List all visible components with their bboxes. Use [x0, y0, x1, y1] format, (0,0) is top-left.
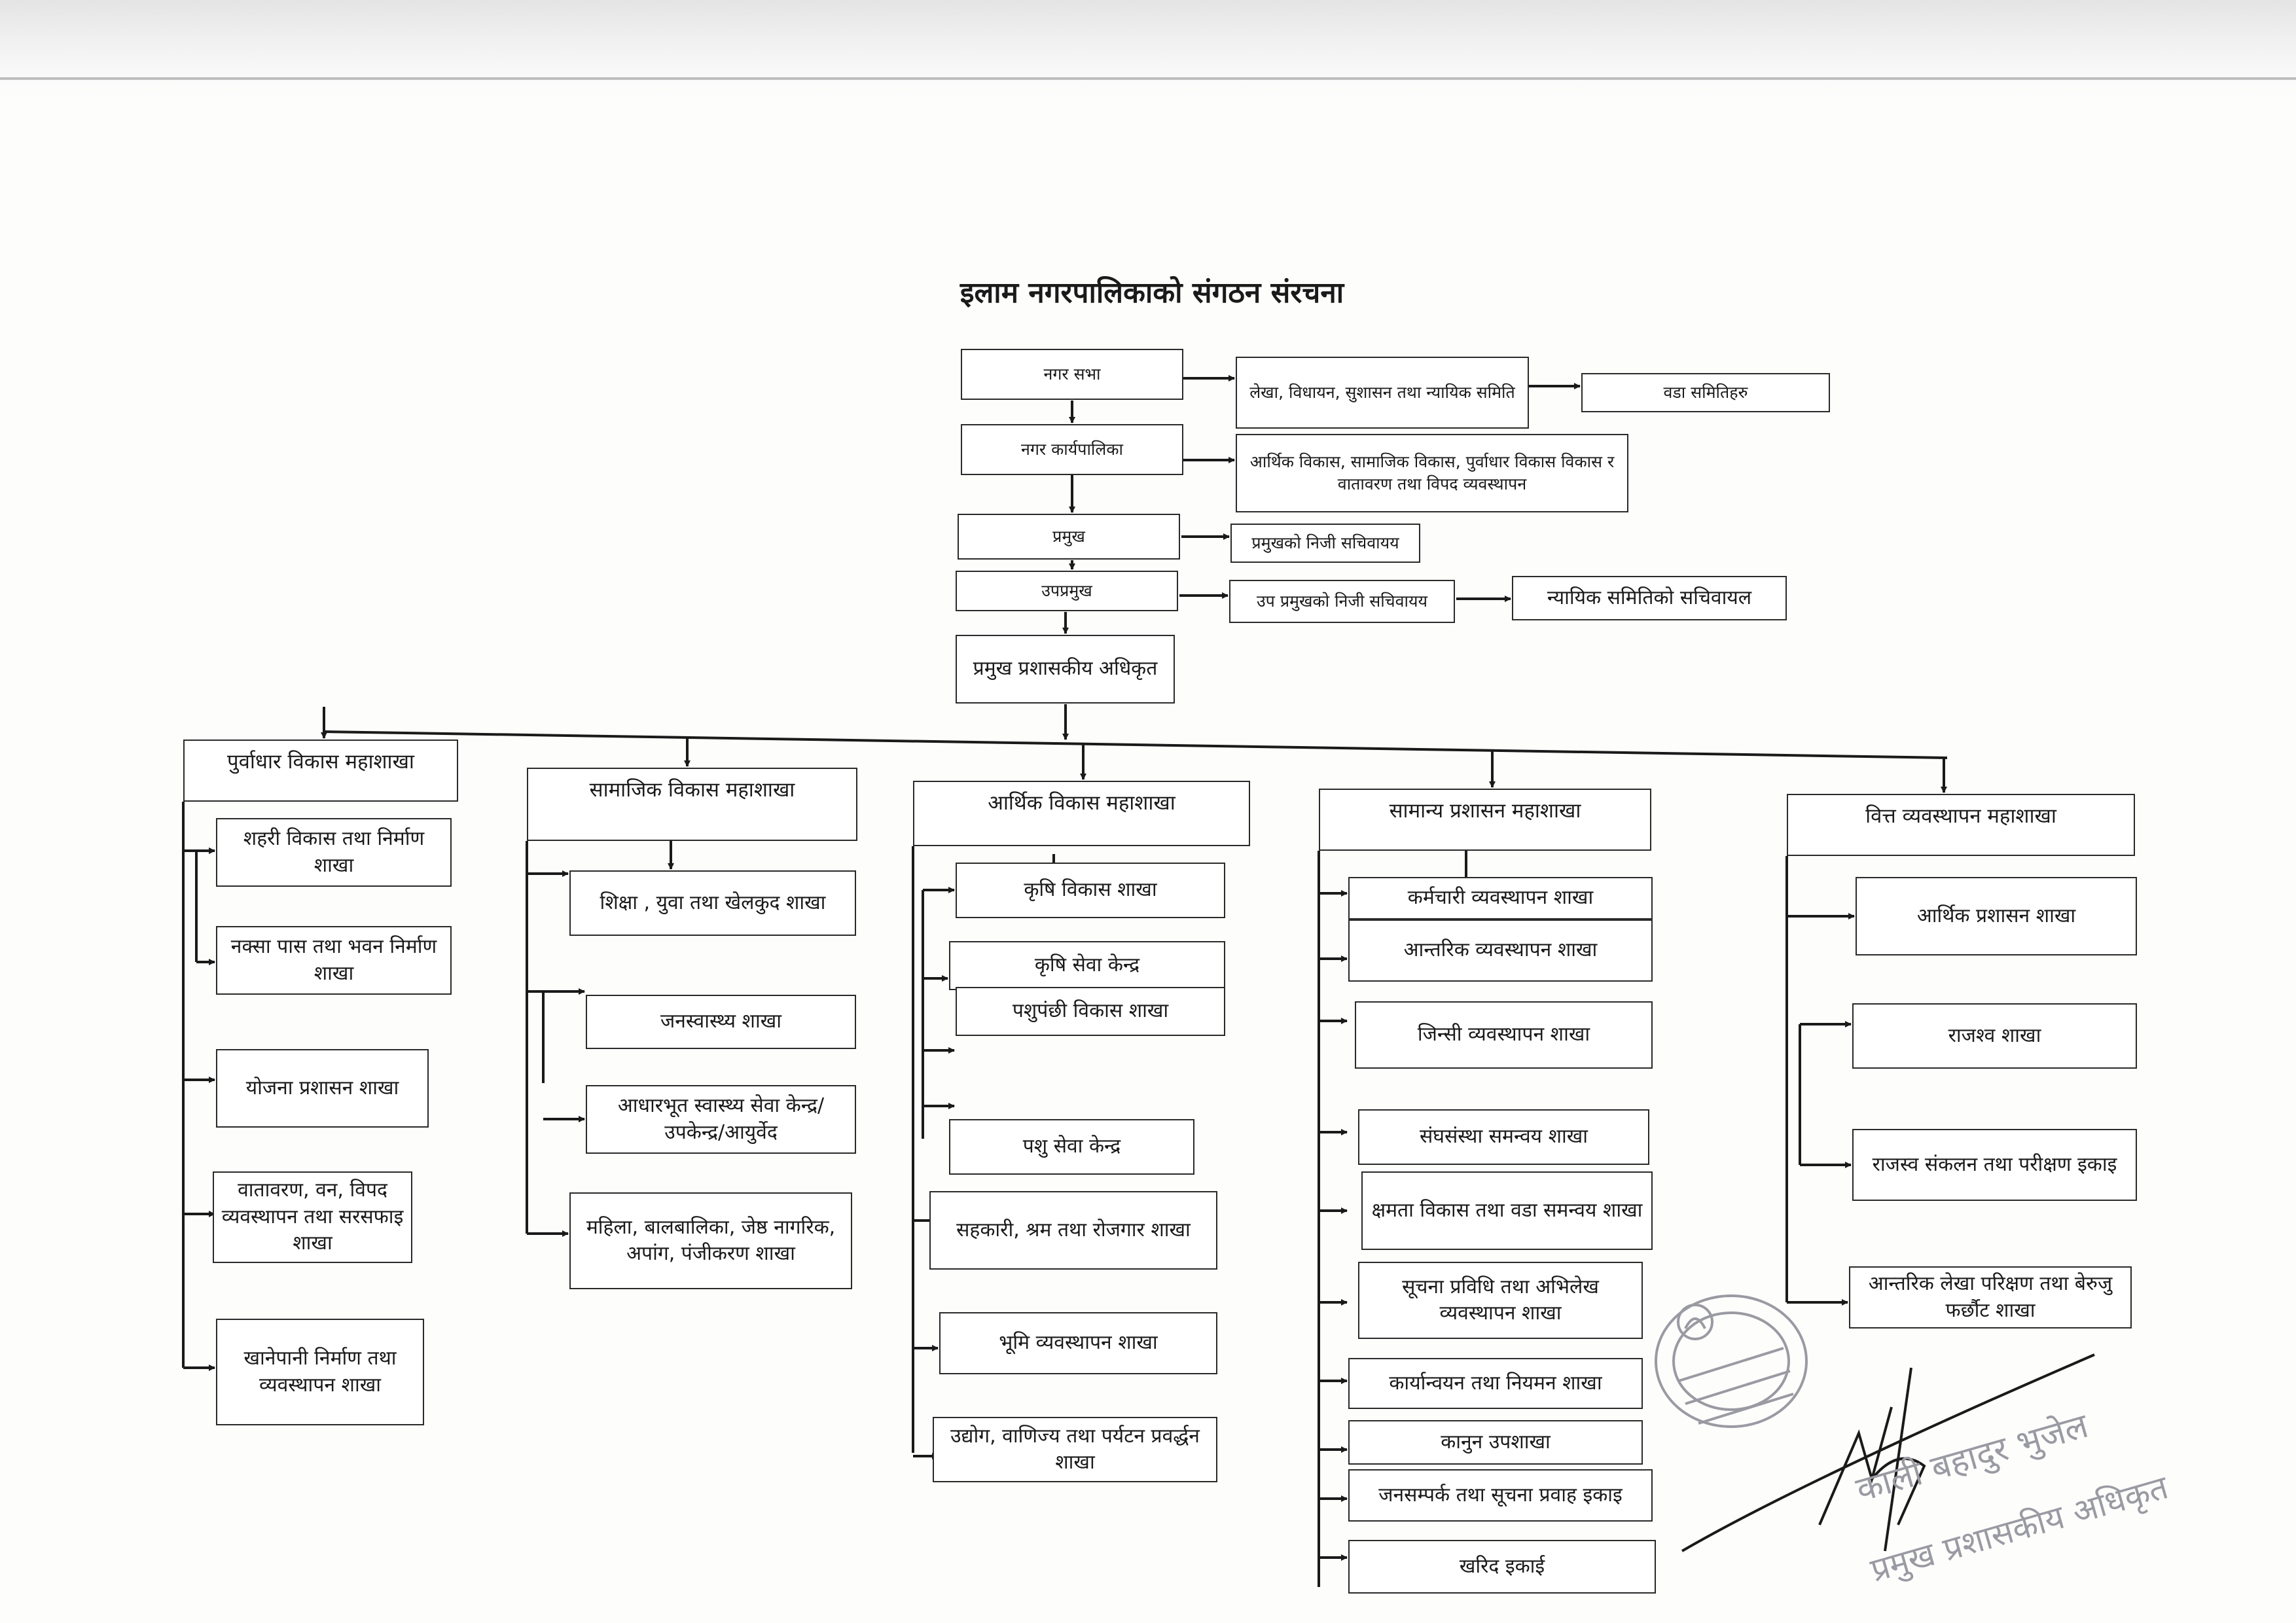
division-economic: आर्थिक विकास महाशाखा: [913, 781, 1250, 846]
section-box: आन्तरिक व्यवस्थापन शाखा: [1348, 919, 1653, 982]
section-box: जनस्वास्थ्य शाखा: [586, 995, 856, 1049]
upapramukh-box: उपप्रमुख: [956, 571, 1178, 611]
section-box: आन्तरिक लेखा परिक्षण तथा बेरुजु फर्छौट श…: [1849, 1266, 2132, 1329]
pramukh-sachivalaya-box: प्रमुखको निजी सचिवायय: [1230, 524, 1420, 563]
pramukh-box: प्रमुख: [958, 514, 1180, 560]
cao-box: प्रमुख प्रशासकीय अधिकृत: [956, 635, 1175, 704]
signature-mark: [1681, 1353, 2095, 1552]
samitis-box: आर्थिक विकास, सामाजिक विकास, पुर्वाधार व…: [1236, 434, 1628, 512]
section-box: आधारभूत स्वास्थ्य सेवा केन्द्र/उपकेन्द्र…: [586, 1085, 856, 1154]
section-box: सहकारी, श्रम तथा रोजगार शाखा: [929, 1191, 1217, 1270]
section-box: पशु सेवा केन्द्र: [949, 1119, 1194, 1175]
section-box: जिन्सी व्यवस्थापन शाखा: [1355, 1001, 1653, 1069]
section-box: महिला, बालबालिका, जेष्ठ नागरिक, अपांग, प…: [569, 1192, 852, 1289]
section-box: खानेपानी निर्माण तथा व्यवस्थापन शाखा: [216, 1319, 424, 1425]
section-box: कृषि सेवा केन्द्र: [949, 941, 1225, 990]
office-seal: [1655, 1294, 1808, 1428]
section-box: खरिद इकाई: [1348, 1540, 1656, 1594]
division-social: सामाजिक विकास महाशाखा: [527, 768, 857, 841]
section-box: उद्योग, वाणिज्य तथा पर्यटन प्रवर्द्धन शा…: [933, 1417, 1217, 1482]
connector-line: [323, 730, 1948, 759]
page-title: इलाम नगरपालिकाको संगठन संरचना: [960, 276, 1344, 310]
karyapalika-box: नगर कार्यपालिका: [961, 424, 1183, 475]
section-box: सूचना प्रविधि तथा अभिलेख व्यवस्थापन शाखा: [1358, 1262, 1643, 1339]
division-general-admin: सामान्य प्रशासन महाशाखा: [1319, 789, 1651, 851]
scan-edge: [0, 0, 2296, 98]
section-box: राजश्व शाखा: [1852, 1003, 2137, 1069]
section-box: नक्सा पास तथा भवन निर्माण शाखा: [216, 926, 452, 995]
upapramukh-sachivalaya-box: उप प्रमुखको निजी सचिवायय: [1229, 580, 1455, 623]
scan-fold-line: [0, 77, 2296, 80]
section-box: आर्थिक प्रशासन शाखा: [1856, 877, 2137, 955]
section-box: संघसंस्था समन्वय शाखा: [1358, 1109, 1649, 1165]
section-box: शहरी विकास तथा निर्माण शाखा: [216, 818, 452, 887]
section-box: जनसम्पर्क तथा सूचना प्रवाह इकाइ: [1348, 1469, 1653, 1522]
section-box: कार्यान्वयन तथा नियमन शाखा: [1348, 1358, 1643, 1409]
section-box: कानुन उपशाखा: [1348, 1420, 1643, 1465]
section-box: वातावरण, वन, विपद व्यवस्थापन तथा सरसफाइ …: [213, 1171, 412, 1263]
section-box: योजना प्रशासन शाखा: [216, 1049, 429, 1128]
section-box: कर्मचारी व्यवस्थापन शाखा: [1348, 877, 1653, 919]
section-box: शिक्षा , युवा तथा खेलकुद शाखा: [569, 870, 856, 936]
lekha-samiti-box: लेखा, विधायन, सुशासन तथा न्यायिक समिति: [1236, 357, 1529, 429]
nyayik-sachivalaya-box: न्यायिक समितिको सचिवायल: [1512, 576, 1787, 620]
section-box: कृषि विकास शाखा: [956, 863, 1225, 918]
section-box: क्षमता विकास तथा वडा समन्वय शाखा: [1361, 1171, 1653, 1250]
section-box: पशुपंछी विकास शाखा: [956, 987, 1225, 1036]
nagar-sabha-box: नगर सभा: [961, 349, 1183, 400]
section-box: राजस्व संकलन तथा परीक्षण इकाइ: [1852, 1129, 2137, 1201]
division-infrastructure: पुर्वाधार विकास महाशाखा: [183, 740, 458, 802]
section-box: भूमि व्यवस्थापन शाखा: [939, 1312, 1217, 1374]
division-finance: वित्त व्यवस्थापन महाशाखा: [1787, 794, 2135, 856]
wada-samiti-box: वडा समितिहरु: [1581, 373, 1830, 412]
